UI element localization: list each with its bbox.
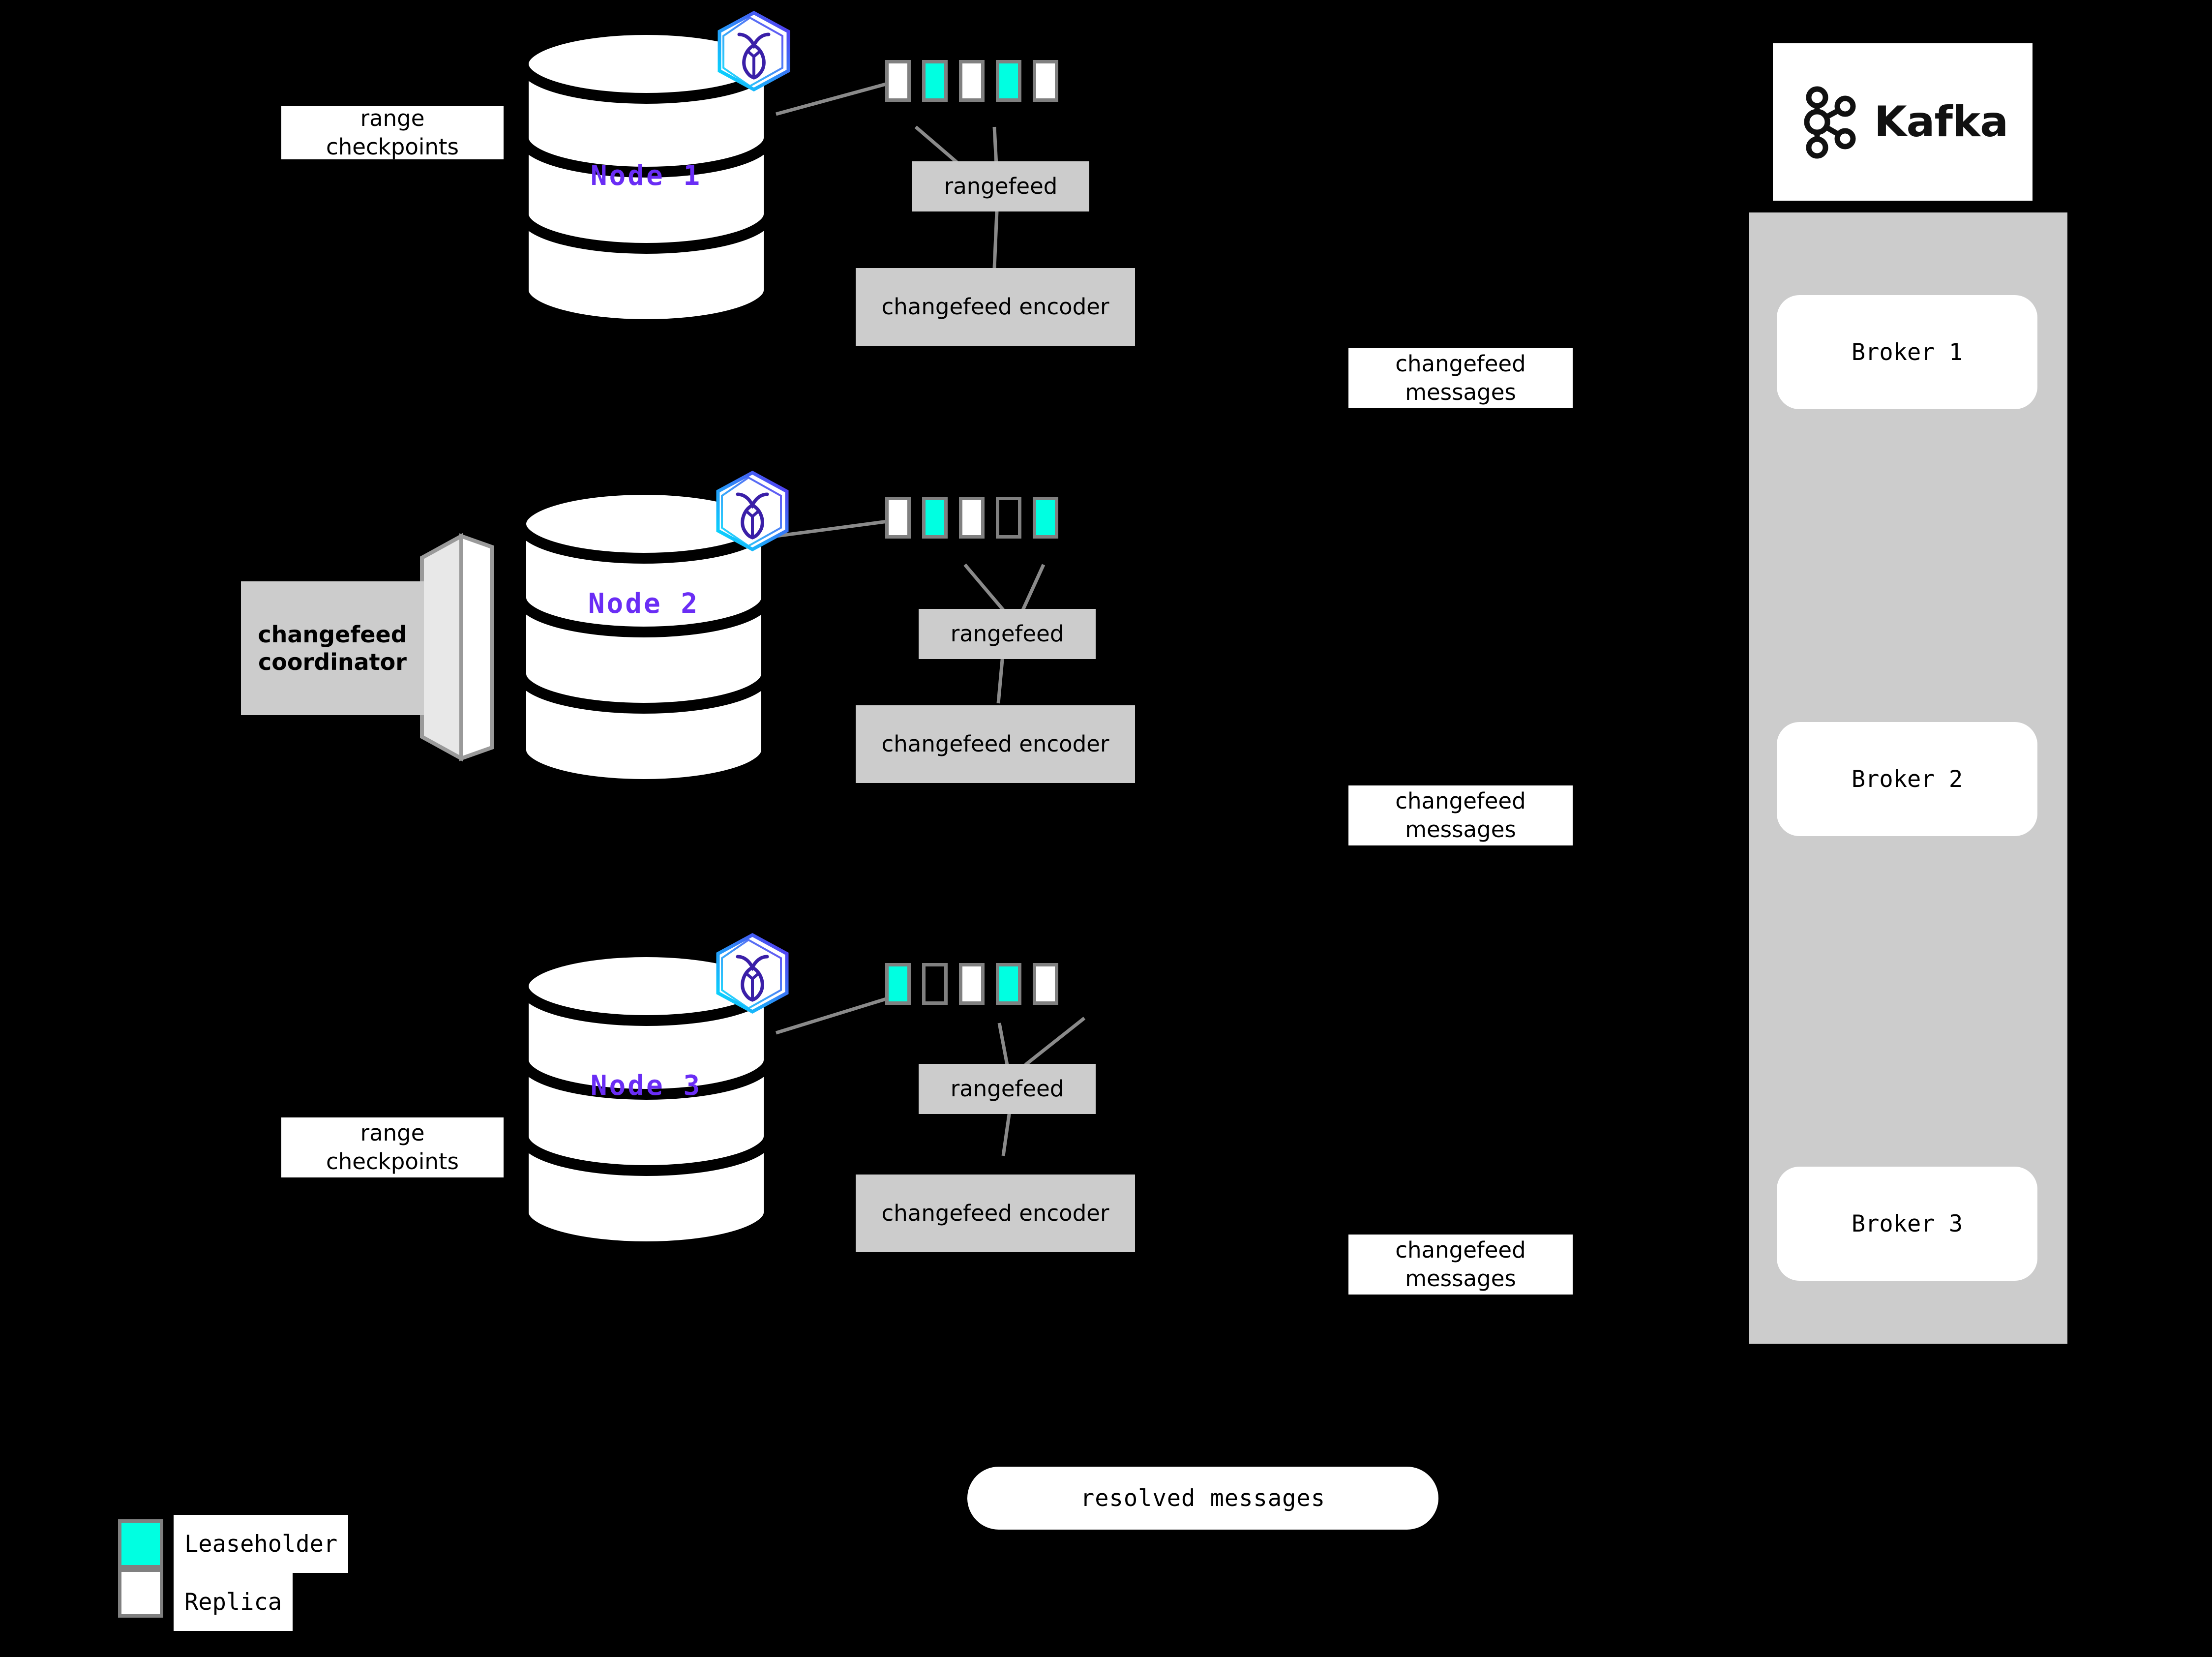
kafka-logo: Kafka <box>1773 43 2033 201</box>
broker-1[interactable]: Broker 1 <box>1777 295 2037 409</box>
range-empty[interactable] <box>996 497 1021 539</box>
cockroachdb-hexagon-icon <box>714 470 791 552</box>
resolved-messages-pill[interactable]: resolved messages <box>967 1467 1438 1530</box>
node-1-ranges <box>885 60 1058 102</box>
range-leaseholder[interactable] <box>922 497 948 539</box>
range-leaseholder[interactable] <box>996 963 1021 1005</box>
node-1-changefeed-encoder-box[interactable]: changefeed encoder <box>856 268 1135 346</box>
range-leaseholder[interactable] <box>996 60 1021 102</box>
changefeed-messages-label-3: changefeed messages <box>1348 1235 1573 1295</box>
node-3-cylinder: Node 3 <box>516 946 776 1252</box>
node-3-ranges <box>885 963 1058 1005</box>
range-replica[interactable] <box>959 497 985 539</box>
broker-3[interactable]: Broker 3 <box>1777 1167 2037 1281</box>
node-3-range-checkpoints-label: range checkpoints <box>281 1117 504 1177</box>
range-replica[interactable] <box>885 497 911 539</box>
range-replica[interactable] <box>959 963 985 1005</box>
cockroachdb-hexagon-icon <box>714 932 791 1015</box>
range-replica[interactable] <box>885 60 911 102</box>
cockroachdb-hexagon-icon <box>716 10 792 92</box>
range-replica[interactable] <box>1033 963 1058 1005</box>
changefeed-messages-label-2: changefeed messages <box>1348 785 1573 845</box>
range-leaseholder[interactable] <box>922 60 948 102</box>
node-3-rangefeed-box[interactable]: rangefeed <box>919 1064 1096 1114</box>
range-leaseholder[interactable] <box>1033 497 1058 539</box>
changefeed-coordinator-callout[interactable]: changefeed coordinator <box>241 533 546 767</box>
legend-swatch-leaseholder <box>118 1519 163 1568</box>
node-2-changefeed-encoder-box[interactable]: changefeed encoder <box>856 705 1135 783</box>
changefeed-coordinator-label: changefeed coordinator <box>258 621 407 675</box>
legend: Leaseholder Replica <box>118 1515 413 1633</box>
range-empty[interactable] <box>922 963 948 1005</box>
legend-swatch-replica <box>118 1568 163 1618</box>
node-1-rangefeed-box[interactable]: rangefeed <box>912 161 1089 211</box>
legend-label-leaseholder: Leaseholder <box>174 1515 349 1573</box>
changefeed-messages-label-1: changefeed messages <box>1348 348 1573 408</box>
range-replica[interactable] <box>1033 60 1058 102</box>
kafka-wordmark: Kafka <box>1874 97 2008 147</box>
node-3-changefeed-encoder-box[interactable]: changefeed encoder <box>856 1175 1135 1252</box>
range-replica[interactable] <box>959 60 985 102</box>
node-2-rangefeed-box[interactable]: rangefeed <box>919 609 1096 659</box>
node-1-range-checkpoints-label: range checkpoints <box>281 106 504 159</box>
range-leaseholder[interactable] <box>885 963 911 1005</box>
legend-label-replica: Replica <box>174 1573 293 1631</box>
node-2-ranges <box>885 497 1058 539</box>
kafka-node-graph-icon <box>1797 85 1861 159</box>
broker-2[interactable]: Broker 2 <box>1777 722 2037 836</box>
